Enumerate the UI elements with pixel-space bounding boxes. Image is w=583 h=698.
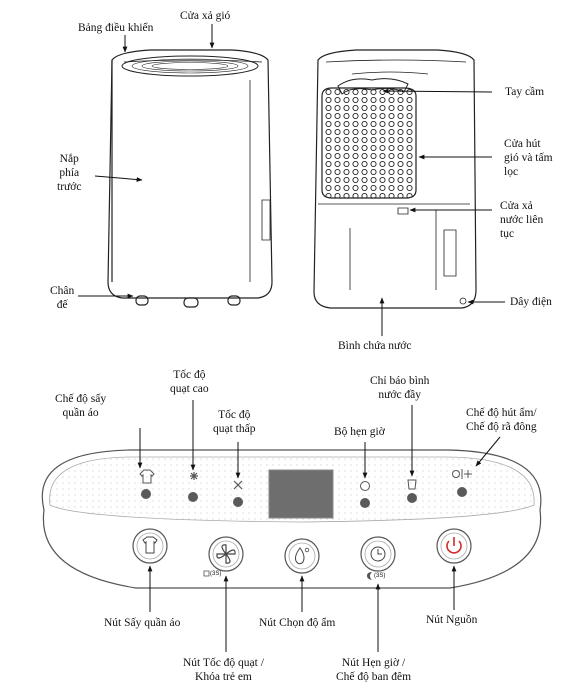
back-view-unit (313, 49, 477, 309)
clock-icon (370, 546, 386, 562)
feet-label: Chân đế (50, 285, 75, 311)
front-cover-label: Nắp phía trước (57, 153, 82, 193)
air-inlet-filter-label: Cửa hút gió và tấm lọc (504, 138, 553, 178)
fan-low-label: Tốc độ quạt thấp (213, 409, 256, 435)
timer-indicator-dot (360, 498, 370, 508)
laundry-indicator-dot (141, 489, 151, 499)
timer-label: Bộ hẹn giờ (334, 426, 385, 438)
fan-low-indicator-dot (233, 497, 243, 507)
timer-night-button-label: Nút Hẹn giờ / Chế độ ban đêm (336, 657, 412, 683)
fan-lock-button-label: Nút Tốc độ quạt / Khóa trẻ em (183, 657, 264, 683)
water-drop-icon (295, 547, 305, 565)
power-cord-label: Dây điện (510, 296, 552, 308)
power-icon (446, 540, 462, 554)
fan-hold-hint: (3S) (210, 571, 222, 577)
power-button[interactable] (436, 528, 472, 564)
laundry-button[interactable] (132, 528, 168, 564)
continuous-drain-label: Cửa xả nước liên tục (500, 200, 544, 240)
air-outlet-label: Cửa xả gió (180, 10, 231, 22)
tank-indicator-dot (407, 493, 417, 503)
fan-low-indicator-icon (233, 480, 243, 490)
moon-icon (367, 572, 372, 580)
timer-indicator-icon (360, 481, 370, 491)
water-tank-label: Bình chứa nước (338, 340, 412, 352)
dehumid-defrost-indicator-icon (452, 469, 472, 479)
control-panel-label: Bảng điều khiển (78, 22, 154, 34)
power-button-label: Nút Nguồn (426, 614, 478, 626)
dehumid-indicator-dot (457, 487, 467, 497)
laundry-button-label: Nút Sấy quần áo (104, 617, 181, 629)
timer-hold-hint: (3S) (374, 573, 386, 579)
front-view-unit (107, 49, 273, 308)
dehumid-defrost-label: Chế độ hút ẩm/ Chế độ rã đông (466, 407, 537, 433)
tank-full-label: Chỉ báo bình nước đầy (370, 375, 430, 401)
laundry-mode-label: Chế độ sấy quần áo (55, 393, 107, 419)
fan-icon (216, 544, 236, 564)
leader-lines (78, 24, 505, 652)
tank-indicator-icon (407, 479, 417, 490)
lock-icon (203, 570, 210, 577)
fan-speed-lock-button[interactable] (203, 536, 244, 577)
indicator-dots (141, 487, 467, 508)
fan-high-indicator-dot (188, 492, 198, 502)
humidity-button-label: Nút Chọn độ ẩm (259, 617, 336, 629)
shirt-icon (142, 536, 158, 554)
shirt-indicator-icon (139, 469, 155, 484)
humidity-button[interactable] (284, 538, 320, 574)
fan-high-indicator-icon (190, 472, 198, 480)
fan-high-label: Tốc độ quạt cao (170, 369, 209, 395)
timer-night-button[interactable] (360, 536, 396, 580)
handle-label: Tay cầm (505, 86, 545, 98)
display-window (268, 469, 334, 519)
